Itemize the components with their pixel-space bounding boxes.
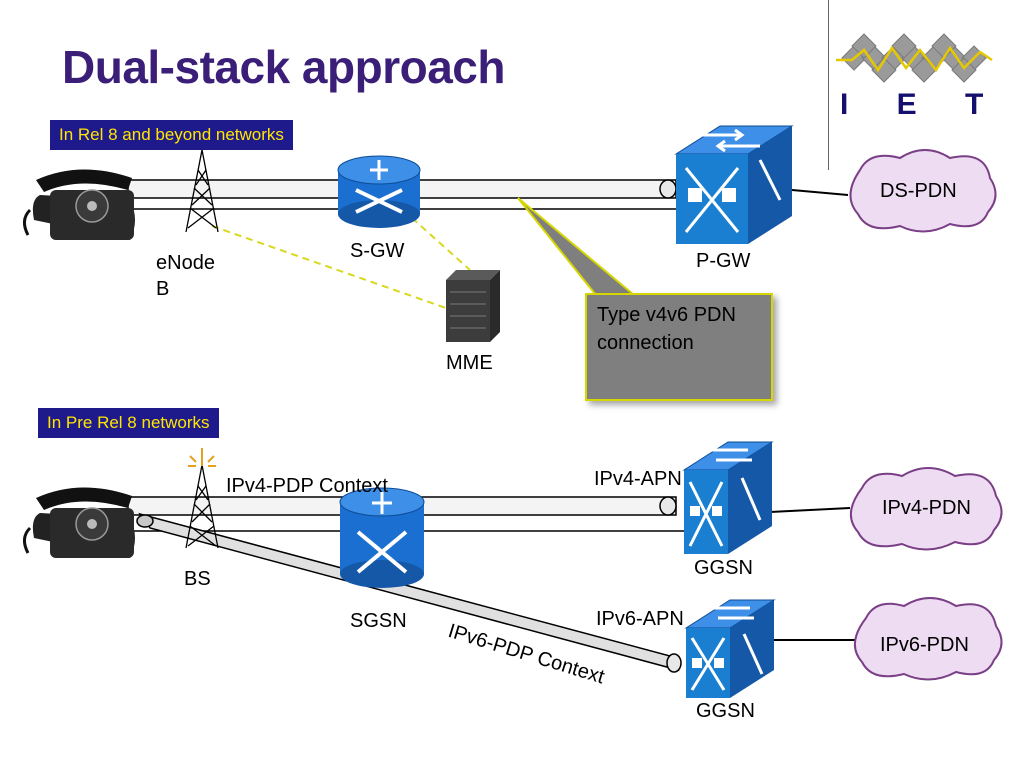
- bs-tower-icon: [185, 464, 219, 549]
- ds-pdn-label: DS-PDN: [880, 180, 957, 202]
- callout-box: Type v4v6 PDN connection: [585, 293, 773, 401]
- sgw-label: S-GW: [350, 240, 405, 262]
- antenna-signal-icon: [188, 448, 216, 467]
- enodeb-label: eNode B: [156, 252, 215, 300]
- bs-label: BS: [184, 568, 211, 590]
- ggsn1-switch-icon: [682, 441, 774, 554]
- link-ggsn1-pdn: [769, 507, 851, 513]
- dashed-enb-mme: [211, 225, 447, 309]
- ipv6-apn-label: IPv6-APN: [596, 608, 684, 630]
- ipv4-pdn-cloud: [850, 467, 1003, 551]
- ggsn1-label: GGSN: [694, 557, 753, 579]
- sgw-router-icon: [337, 155, 421, 228]
- ipv4-pdp-label: IPv4-PDP Context: [226, 475, 388, 497]
- telephone-icon: [23, 169, 135, 240]
- logo-divider: [828, 0, 829, 170]
- telephone-icon: [23, 487, 135, 558]
- page-title: Dual-stack approach: [62, 41, 505, 93]
- pre-rel8-badge: In Pre Rel 8 networks: [38, 408, 219, 438]
- ietf-wordmark: I E T F: [840, 88, 1002, 121]
- ipv4-apn-label: IPv4-APN: [594, 468, 682, 490]
- dashed-sgw-mme: [411, 217, 471, 271]
- ipv6-pdn-label: IPv6-PDN: [880, 634, 969, 656]
- sgsn-router-icon: [339, 487, 425, 588]
- enodeb-tower-icon: [185, 149, 219, 233]
- ietf-logo: I E T F: [836, 33, 1002, 121]
- mme-server-icon: [446, 270, 500, 342]
- ggsn2-switch-icon: [684, 599, 776, 698]
- rel8-badge: In Rel 8 and beyond networks: [50, 120, 293, 150]
- ipv4-pdn-label: IPv4-PDN: [882, 497, 971, 519]
- ipv6-pdn-cloud: [854, 597, 1003, 681]
- link-pgw-pdn: [791, 189, 849, 196]
- ds-pdn-cloud: [849, 149, 997, 233]
- callout-pointer: [517, 197, 643, 301]
- mme-label: MME: [446, 352, 493, 374]
- ggsn2-label: GGSN: [696, 700, 755, 722]
- sgsn-label: SGSN: [350, 610, 407, 632]
- pgw-switch-icon: [674, 125, 794, 244]
- pgw-label: P-GW: [696, 250, 751, 272]
